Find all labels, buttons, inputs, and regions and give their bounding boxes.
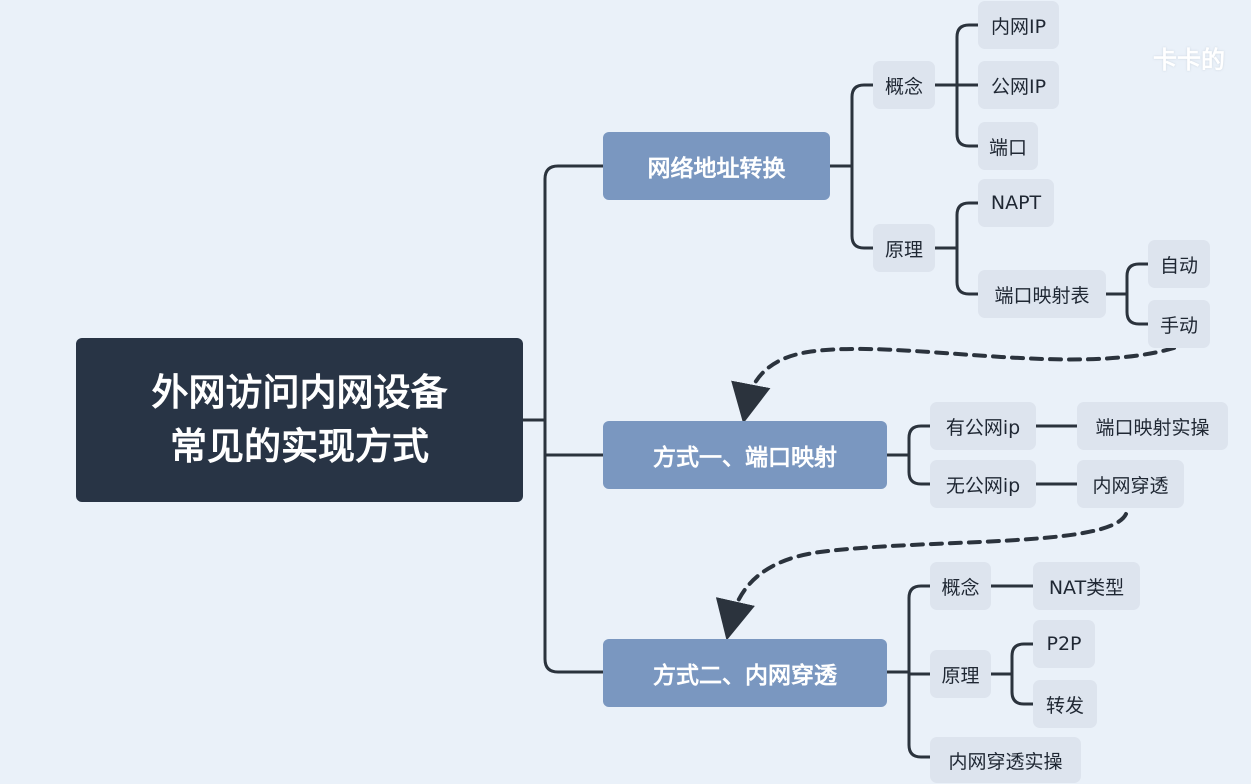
branch3-connector — [1010, 642, 1035, 676]
concept-connector — [955, 83, 980, 148]
mapping-connector — [1125, 262, 1150, 296]
branch1-connector — [850, 83, 875, 168]
topic-p2p[interactable]: P2P — [1033, 620, 1095, 668]
branch1-connector — [850, 164, 875, 250]
relation-arrow-manual-to-portmapping — [731, 346, 1176, 424]
topic-port[interactable]: 端口 — [978, 122, 1038, 170]
topic-manual[interactable]: 手动 — [1148, 300, 1210, 348]
topic-port-mapping[interactable]: 方式一、端口映射 — [603, 421, 887, 489]
root-title-line1: 外网访问内网设备 — [151, 371, 448, 414]
topic-nat[interactable]: 网络地址转换 — [603, 132, 830, 200]
topic-without-public-ip[interactable]: 无公网ip — [930, 460, 1036, 508]
mapping-connector — [1125, 292, 1150, 326]
branch2-connector — [907, 453, 932, 486]
trunk-connector — [543, 418, 605, 457]
trunk-connector — [543, 164, 605, 422]
topic-intranet-penetration-method[interactable]: 方式二、内网穿透 — [603, 639, 887, 707]
branch3-connector — [907, 670, 932, 759]
topic-private-ip[interactable]: 内网IP — [978, 1, 1059, 49]
branch3-connector — [907, 584, 932, 674]
topic-port-mapping-practice[interactable]: 端口映射实操 — [1077, 402, 1228, 450]
topic-nat-principle[interactable]: 原理 — [873, 224, 935, 272]
topic-nat-type[interactable]: NAT类型 — [1033, 562, 1140, 610]
trunk-connector — [543, 418, 605, 674]
topic-port-mapping-table[interactable]: 端口映射表 — [978, 270, 1106, 318]
topic-relay[interactable]: 转发 — [1033, 680, 1097, 728]
topic-penetration-concept[interactable]: 概念 — [930, 562, 991, 610]
concept-connector — [955, 23, 980, 87]
topic-penetration-practice[interactable]: 内网穿透实操 — [930, 737, 1081, 783]
topic-auto[interactable]: 自动 — [1148, 240, 1210, 288]
root-topic[interactable]: 外网访问内网设备 常见的实现方式 — [76, 338, 523, 502]
relation-arrow-penetration-to-method2 — [715, 512, 1128, 641]
root-title-line2: 常见的实现方式 — [170, 425, 429, 468]
topic-public-ip[interactable]: 公网IP — [978, 61, 1059, 109]
topic-nat-concept[interactable]: 概念 — [873, 61, 935, 109]
principle-connector — [955, 246, 980, 296]
principle-connector — [955, 201, 980, 250]
watermark-text: 卡卡的 — [1153, 46, 1225, 74]
topic-with-public-ip[interactable]: 有公网ip — [930, 402, 1036, 450]
branch2-connector — [907, 424, 932, 457]
topic-intranet-penetration[interactable]: 内网穿透 — [1077, 460, 1184, 508]
topic-penetration-principle[interactable]: 原理 — [930, 650, 991, 698]
topic-napt[interactable]: NAPT — [978, 179, 1054, 227]
branch3-connector — [1010, 672, 1035, 706]
